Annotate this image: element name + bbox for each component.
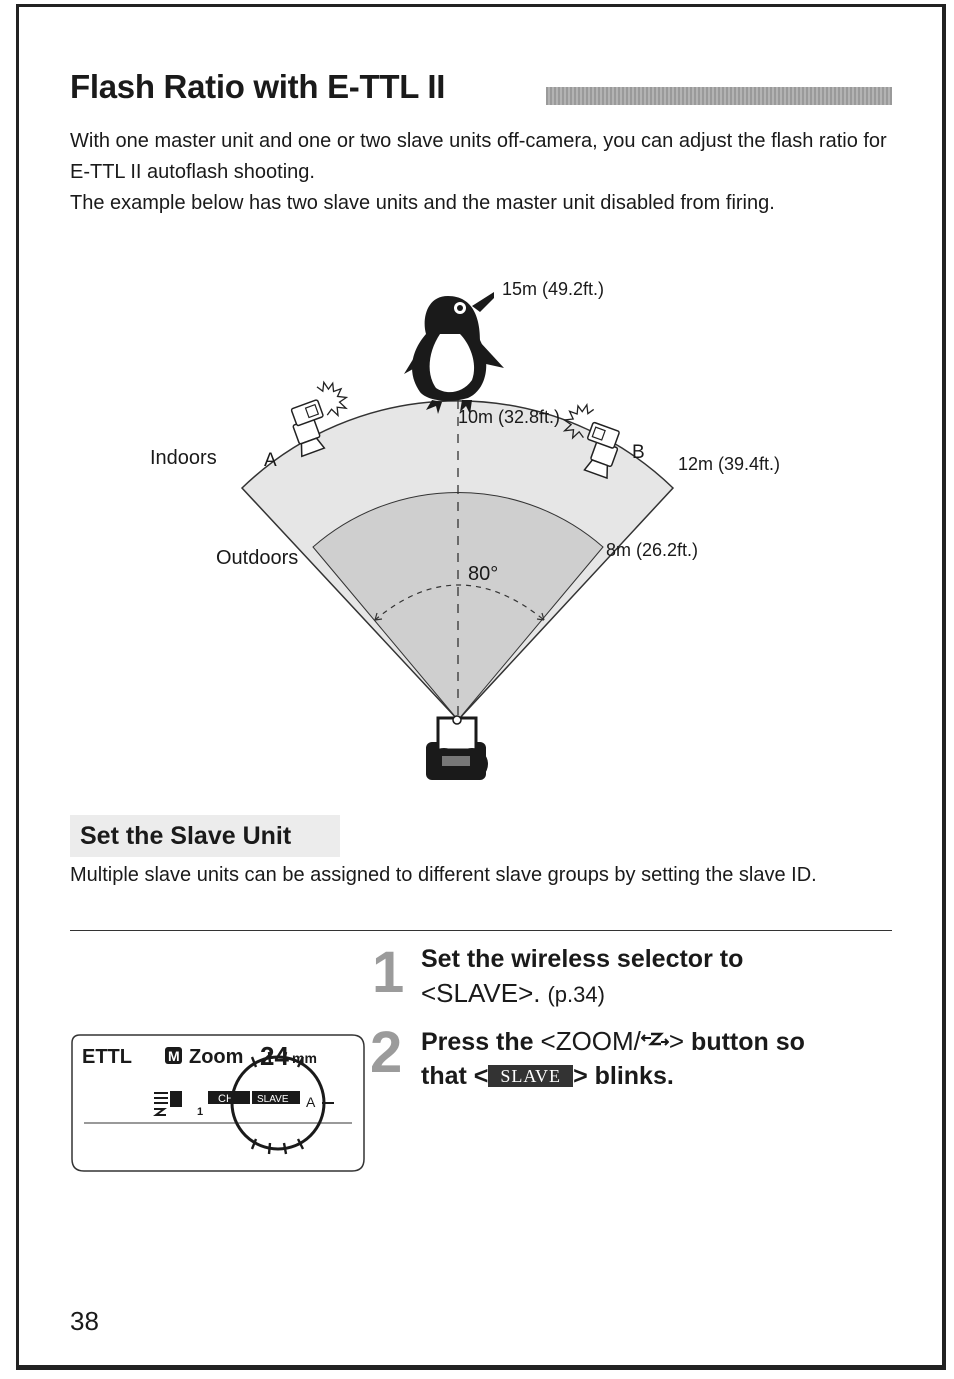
lcd-ch-label: CH — [218, 1093, 234, 1105]
step-2-mode: <ZOOM/ — [540, 1026, 641, 1056]
lcd-zoom-badge: M — [168, 1048, 180, 1064]
lcd-slave-box — [252, 1091, 300, 1104]
label-outdoors: Outdoors — [216, 547, 298, 569]
section-divider — [70, 930, 892, 931]
penguin-icon — [404, 292, 504, 414]
blink-highlight-circle — [230, 1051, 334, 1155]
slave-indicator-chip: SLAVE — [488, 1065, 574, 1087]
step-1-instruction: Set the wireless selector to — [421, 945, 744, 973]
lcd-zoom-label: Zoom — [189, 1046, 243, 1068]
step-2-mode-end: > — [668, 1026, 685, 1056]
flash-unit-b-icon — [562, 402, 620, 480]
flash-range-diagram: 15m (49.2ft.) 10m (32.8ft.) 12m (39.4ft.… — [150, 279, 780, 780]
step-number-2: 2 — [370, 1020, 403, 1085]
page-frame — [16, 4, 946, 1370]
camera-icon — [426, 715, 488, 780]
section-description: Multiple slave units can be assigned to … — [70, 864, 817, 886]
lcd-slave-label: SLAVE — [257, 1094, 289, 1105]
label-outer-right: 12m (39.4ft.) — [678, 454, 780, 474]
title-decoration-bar — [546, 87, 892, 105]
label-inner-right: 8m (26.2ft.) — [606, 540, 698, 560]
step-2-pre: Press the — [421, 1028, 541, 1056]
label-outer-top: 15m (49.2ft.) — [502, 279, 604, 299]
lcd-panel-illustration: ETTL M Zoom 24 mm CH 1 SLAVE A — [71, 1034, 365, 1172]
section-heading: Set the Slave Unit — [70, 815, 340, 857]
step-2-line2-post: > blinks. — [573, 1062, 674, 1090]
page-number: 38 — [70, 1306, 99, 1336]
label-unit-a: A — [264, 450, 277, 471]
step-1-text: Set the wireless selector to <SLAVE>. (p… — [421, 942, 891, 1012]
intro-paragraph-2: The example below has two slave units an… — [70, 192, 775, 214]
lcd-group-label: A — [306, 1094, 316, 1110]
flash-swap-icon — [640, 1032, 670, 1046]
step-1-page-ref: (p.34) — [547, 982, 605, 1007]
step-2-line2-pre: that < — [421, 1062, 489, 1090]
lcd-mode: ETTL — [82, 1046, 132, 1068]
step-2-text: Press the <ZOOM/ > button so that <SLAVE>… — [421, 1024, 891, 1093]
step-1-mode: <SLAVE>. — [421, 978, 541, 1008]
label-angle: 80° — [468, 563, 498, 585]
lcd-ch-box — [208, 1091, 250, 1104]
intro-paragraph-1: With one master unit and one or two slav… — [70, 130, 887, 183]
label-unit-b: B — [632, 442, 645, 463]
lcd-flash-mode-icon — [153, 1091, 182, 1116]
page-title: Flash Ratio with E-TTL II — [70, 68, 446, 105]
lcd-zoom-badge-box — [165, 1047, 182, 1064]
label-inner-top: 10m (32.8ft.) — [458, 407, 560, 427]
intro-text: With one master unit and one or two slav… — [70, 126, 900, 219]
step-number-1: 1 — [372, 940, 405, 1005]
step-2-post: button so — [684, 1028, 805, 1056]
label-indoors: Indoors — [150, 447, 217, 469]
lcd-channel-value: 1 — [197, 1106, 203, 1118]
flash-unit-a-icon — [290, 380, 349, 458]
angle-arc — [374, 584, 545, 621]
